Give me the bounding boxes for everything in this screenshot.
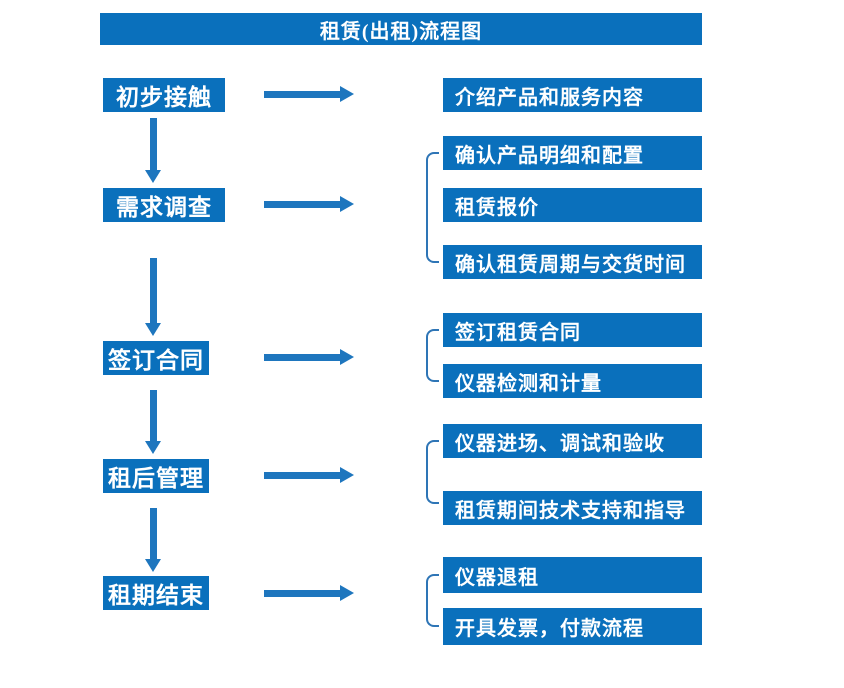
- detail-box-instrument-setup-acceptance: 仪器进场、调试和验收: [443, 424, 702, 458]
- group-bracket: [426, 574, 439, 627]
- right-arrow-icon: [264, 196, 354, 213]
- detail-box-invoice-payment: 开具发票，付款流程: [443, 608, 702, 645]
- right-arrow-shaft: [264, 472, 342, 479]
- down-arrow-icon: [145, 258, 162, 336]
- flow-step-box-rental-end: 租期结束: [103, 576, 209, 610]
- down-arrow-shaft: [150, 390, 157, 442]
- right-arrow-icon: [264, 467, 354, 484]
- group-bracket: [426, 152, 439, 263]
- detail-box-rental-quote: 租赁报价: [443, 188, 702, 222]
- detail-box-confirm-product-config: 确认产品明细和配置: [443, 136, 702, 170]
- group-bracket: [426, 329, 439, 382]
- group-bracket: [426, 440, 439, 504]
- down-arrow-head: [145, 170, 161, 183]
- down-arrow-icon: [145, 508, 162, 572]
- down-arrow-icon: [145, 390, 162, 454]
- right-arrow-head: [340, 349, 354, 365]
- right-arrow-shaft: [264, 91, 342, 98]
- right-arrow-icon: [264, 349, 354, 366]
- detail-box-tech-support: 租赁期间技术支持和指导: [443, 491, 702, 525]
- down-arrow-shaft: [150, 258, 157, 324]
- flow-step-box-sign-contract: 签订合同: [103, 341, 209, 375]
- right-arrow-shaft: [264, 201, 342, 208]
- down-arrow-head: [145, 323, 161, 336]
- down-arrow-head: [145, 559, 161, 572]
- diagram-title: 租赁(出租)流程图: [100, 13, 702, 45]
- detail-box-introduce-products: 介绍产品和服务内容: [443, 78, 702, 112]
- right-arrow-icon: [264, 585, 354, 602]
- right-arrow-head: [340, 86, 354, 102]
- right-arrow-icon: [264, 86, 354, 103]
- right-arrow-head: [340, 585, 354, 601]
- right-arrow-shaft: [264, 354, 342, 361]
- flow-step-box-demand-survey: 需求调查: [103, 188, 225, 222]
- down-arrow-shaft: [150, 118, 157, 171]
- down-arrow-shaft: [150, 508, 157, 560]
- detail-box-confirm-period-delivery: 确认租赁周期与交货时间: [443, 245, 702, 279]
- down-arrow-icon: [145, 118, 162, 183]
- flow-step-box-post-rental-management: 租后管理: [103, 459, 209, 493]
- right-arrow-head: [340, 467, 354, 483]
- right-arrow-head: [340, 196, 354, 212]
- flow-step-box-initial-contact: 初步接触: [103, 78, 225, 112]
- detail-box-instrument-testing: 仪器检测和计量: [443, 364, 702, 398]
- down-arrow-head: [145, 441, 161, 454]
- detail-box-sign-rental-contract: 签订租赁合同: [443, 313, 702, 347]
- detail-box-instrument-return: 仪器退租: [443, 557, 702, 593]
- right-arrow-shaft: [264, 590, 342, 597]
